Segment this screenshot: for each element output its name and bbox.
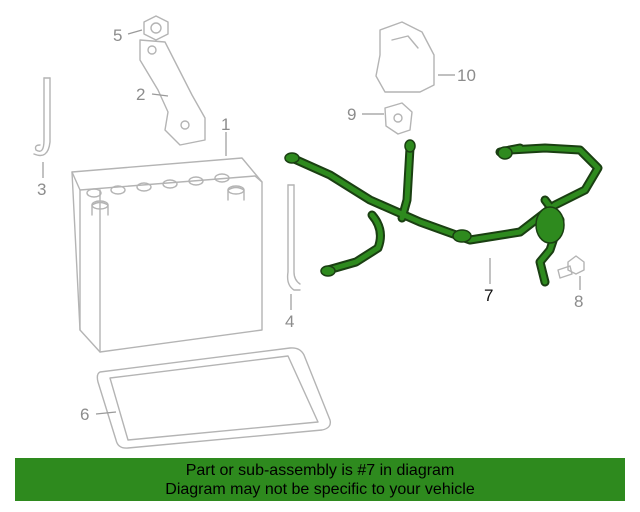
j-bolt-icon[interactable] <box>286 184 301 291</box>
parts-diagram: 5 2 3 1 4 6 7 8 9 10 <box>33 15 603 449</box>
hold-down-bracket-icon[interactable] <box>139 39 206 146</box>
callout-8: 8 <box>574 292 583 311</box>
battery-tray-icon[interactable] <box>96 347 332 449</box>
callout-3: 3 <box>37 180 46 199</box>
cable-harness-icon[interactable] <box>284 139 603 287</box>
banner-line-1: Part or sub-assembly is #7 in diagram <box>185 461 455 479</box>
callout-10: 10 <box>457 66 476 85</box>
j-bolt-icon[interactable] <box>33 77 51 157</box>
callout-2: 2 <box>136 85 145 104</box>
callout-6: 6 <box>80 405 89 424</box>
battery-icon[interactable] <box>71 157 263 353</box>
callout-5: 5 <box>113 26 122 45</box>
callout-7: 7 <box>484 286 493 305</box>
nut-icon[interactable] <box>143 15 169 41</box>
callout-9: 9 <box>347 105 356 124</box>
callout-1: 1 <box>221 115 230 134</box>
bolt-icon[interactable] <box>557 255 585 279</box>
terminal-clip-icon[interactable] <box>384 102 413 135</box>
terminal-cover-icon[interactable] <box>375 21 435 93</box>
leader-lines <box>42 29 581 415</box>
callout-4: 4 <box>285 312 294 331</box>
banner-line-2: Diagram may not be specific to your vehi… <box>165 480 475 498</box>
info-banner: Part or sub-assembly is #7 in diagram Di… <box>15 458 625 501</box>
